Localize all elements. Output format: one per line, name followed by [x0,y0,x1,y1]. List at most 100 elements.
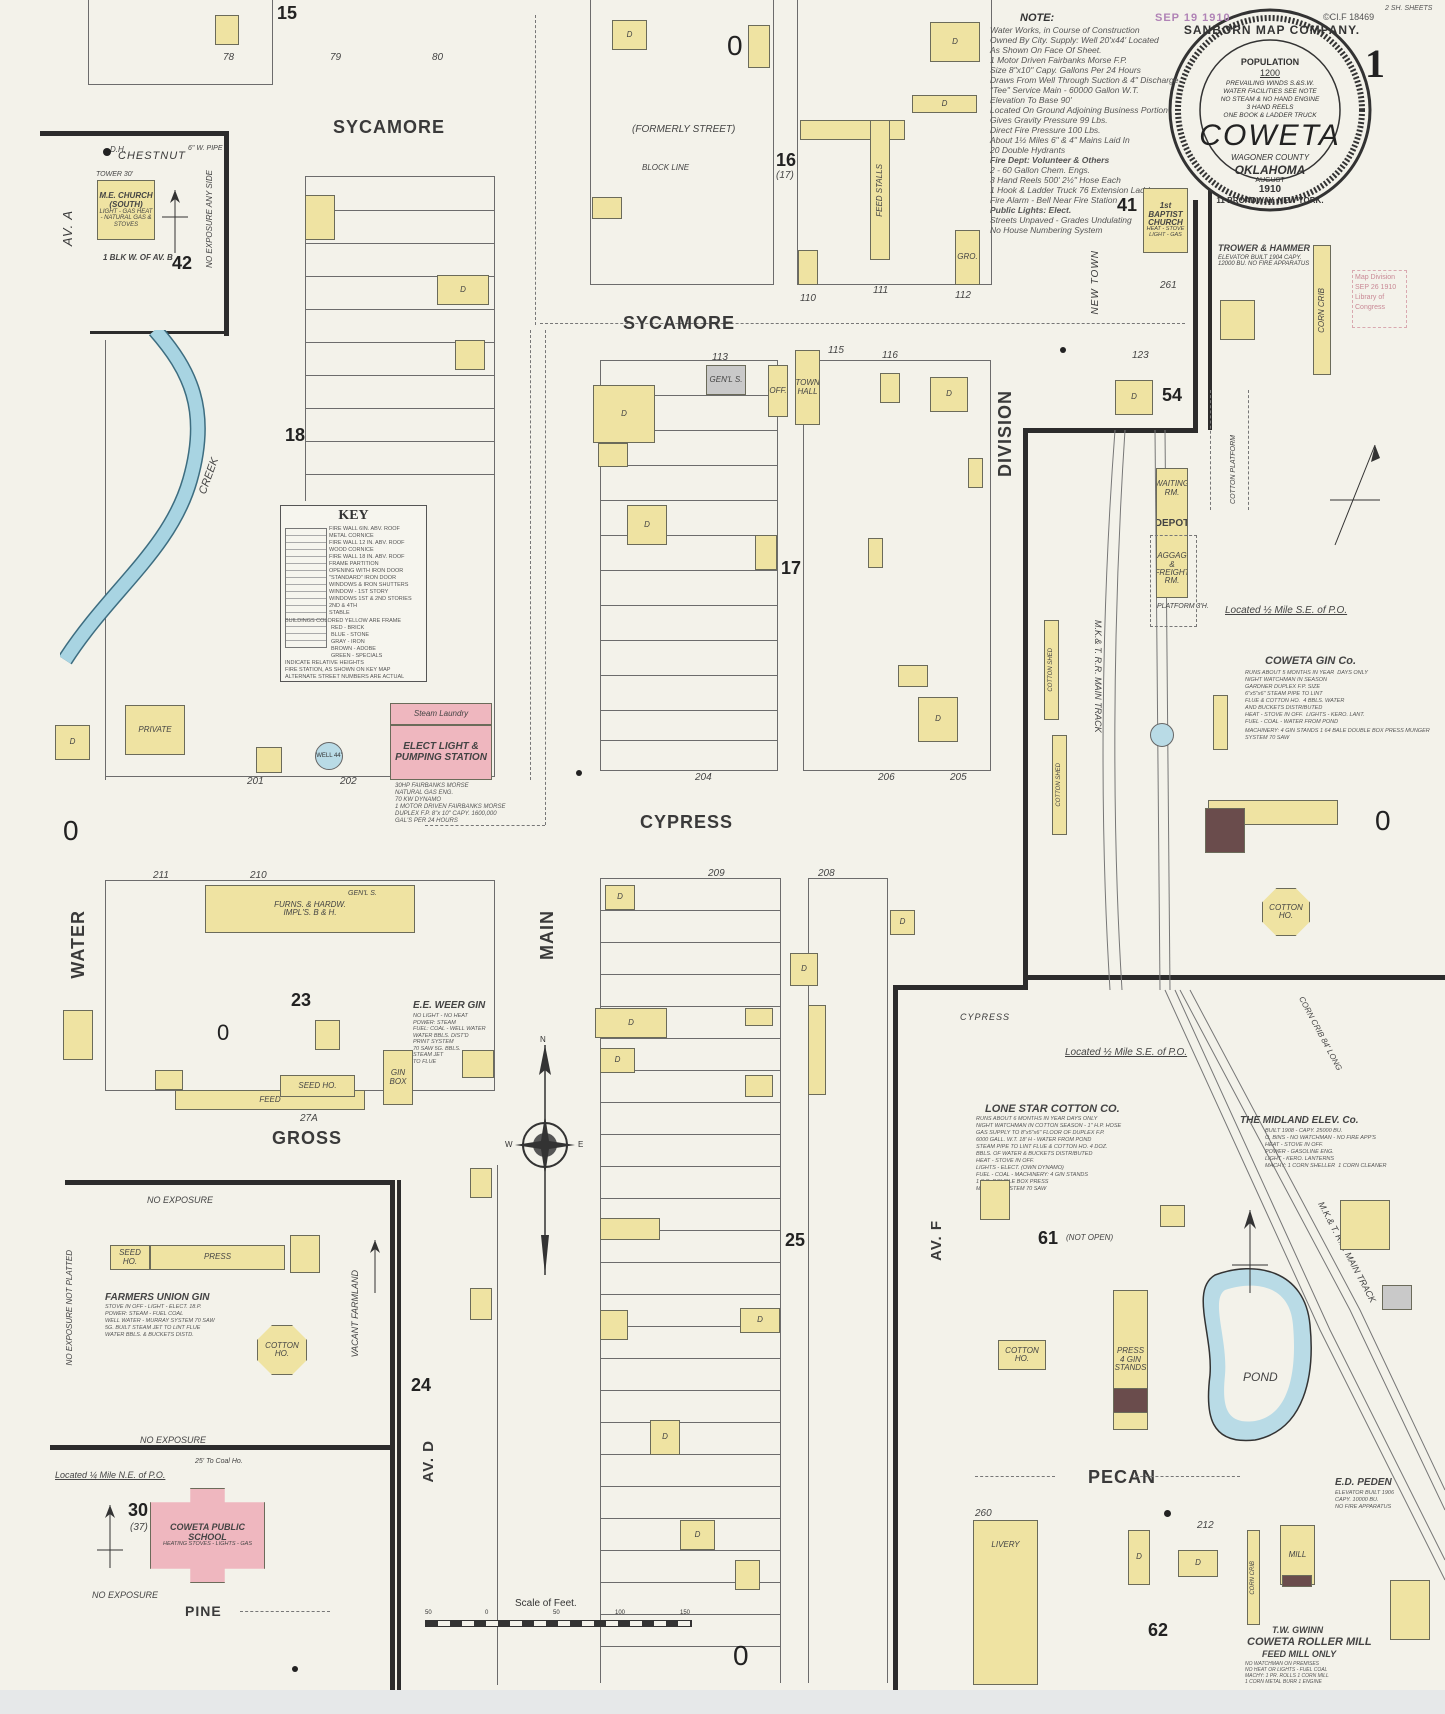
building-steam-laundry: Steam Laundry [390,703,492,725]
one-blk-label: 1 BLK W. OF AV. B [103,253,173,262]
building-feed [798,250,818,285]
block-number-41: 41 [1117,195,1138,215]
note-line: Elevation To Base 90' [990,95,1072,105]
building-dwelling [735,1560,760,1590]
water-pipe-main [530,330,531,780]
cartouche-county: WAGONER COUNTY [1230,153,1310,162]
me-church-note: LIGHT - GAS HEAT - NATURAL GAS & STOVES [99,208,153,228]
boundary-school-v [390,1445,395,1690]
building-elevator [1220,300,1255,340]
building-town-hall: TOWN HALL [795,350,820,425]
feed-stalls-label: FEED STALLS [874,163,884,217]
street-av-f: AV. F [928,1220,945,1261]
key-line: GREEN - SPECIALS [331,653,383,659]
note-line: Owned By City. Supply: Well 20'x44' Loca… [990,35,1159,45]
key-line: FIRE STATION, AS SHOWN ON KEY MAP [285,667,391,673]
creek [60,330,206,665]
town-hall-label: TOWN HALL [795,378,820,396]
platform [1150,535,1197,627]
elev-water-tank [1150,723,1174,747]
boundary-lower-left-v [390,1180,395,1445]
street-number: 110 [800,293,816,304]
cotton-platform-label: COTTON PLATFORM [1230,435,1237,504]
building-dwelling: D [650,1420,680,1455]
boundary-mid-h [893,985,1028,990]
building-hotel-ruins [1390,1580,1430,1640]
street-number: 261 [1160,280,1177,291]
steam-laundry-label: Steam Laundry [413,708,469,718]
north-arrow-icon [97,1505,123,1568]
key-line: STABLE [329,610,350,616]
street-division: DIVISION [995,390,1015,478]
block-16-sub: (17) [776,170,794,181]
building-seed-ho [1213,695,1228,750]
feed-mill-label: FEED MILL ONLY [1262,1649,1337,1659]
water-pipe-pecan [975,1476,1055,1477]
livery-label: LIVERY [991,1540,1020,1549]
street-number: 206 [878,772,895,783]
building-private: PRIVATE [125,705,185,755]
zero-marker: 0 [1375,805,1391,836]
block-number-16: 16 [776,150,797,170]
cartouche-address: 11 BROADWAY, NEW YORK. [1216,196,1324,205]
note-line: 3 Hand Reels 500' 2½" Hose Each [990,175,1121,185]
building-farmers-cotton-ho: COTTON HO. [257,1325,307,1375]
midland-note: BUILT 1908 - CAPY. 25000 BU. O. BINS - N… [1265,1128,1387,1169]
key-line: WINDOW - 1ST STORY [329,589,389,595]
building-dwelling [880,373,900,403]
building-farmers-boiler [290,1235,320,1273]
no-exposure-top: NO EXPOSURE [147,1195,214,1205]
building-office: OFF. [768,365,788,417]
building-dwelling [470,1288,492,1320]
dh-label: D.H. [110,145,126,154]
scale-bar: Scale of Feet. 50 0 50 100 150 [425,1598,695,1638]
building-coffin-wh [155,1070,183,1090]
note-line: Fire Alarm - Bell Near Fire Station [990,195,1118,205]
well: WELL 44' [315,742,343,770]
building-dwelling [592,197,622,219]
zero-marker: 0 [217,1020,230,1045]
coweta-gin-note: RUNS ABOUT 5 MONTHS IN YEAR DAYS ONLY NI… [1245,670,1368,725]
coweta-gin-machinery: MACHINERY: 4 GIN STANDS 1 64 BALE DOUBLE… [1245,728,1430,741]
building-elect-light-station: ELECT LIGHT & PUMPING STATION [390,725,492,780]
scale-tick-label: 100 [615,1610,626,1616]
cartouche-engine: NO STEAM & NO HAND ENGINE [1220,96,1320,103]
farmers-gin-note: STOVE IN OFF - LIGHT - ELECT. 18.P. POWE… [105,1304,215,1338]
street-number: 123 [1132,350,1149,361]
key-line: FIRE WALL 12 IN. ABV. ROOF [329,540,405,546]
boundary-right-v2 [1023,428,1028,988]
gin-stands-label: 4 GIN STANDS [1114,1354,1147,1373]
key-line: WINDOWS & IRON SHUTTERS [329,582,409,588]
dh-marker [103,148,111,156]
scale-ticks [425,1620,692,1627]
block-number-62: 62 [1148,1620,1169,1640]
key-line: METAL CORNICE [329,533,374,539]
depot-label: DEPOT [1156,518,1188,530]
street-number: 78 [223,52,235,63]
boundary-top-left [40,131,228,136]
boundary-lower-center-v [397,1180,401,1690]
building-dwelling: D [627,505,667,545]
school-note: HEATING STOVES - LIGHTS - GAS [162,1541,253,1548]
title-cartouche: SANBORN MAP COMPANY. POPULATION 1200 PRE… [1160,5,1380,215]
cartouche-company: SANBORN MAP COMPANY. [1183,23,1361,37]
building-feed-stalls: FEED STALLS [870,120,890,260]
note-line: Draws From Well Through Suction & 4" Dis… [990,75,1179,85]
note-line: Public Lights: Elect. [990,205,1072,215]
street-number: 79 [330,52,342,63]
cartouche-winds: PREVAILING WINDS S.&S.W. [1225,80,1315,87]
located-half-mile-2: Located ½ Mile S.E. of P.O. [1065,1047,1188,1058]
block-number-25: 25 [785,1230,806,1250]
building-coweta-cotton-ho: COTTON HO. [1262,888,1310,936]
street-number: 115 [828,345,844,356]
key-symbols [285,528,327,648]
grocery-label: GRO. [957,252,978,262]
street-number: 111 [873,285,889,296]
building-dwelling [305,195,335,240]
street-pecan: PECAN [1088,1467,1157,1487]
building-dwelling [215,15,239,45]
building-dwelling [470,1168,492,1198]
to-coal-ho: 25' To Coal Ho. [195,1458,243,1465]
railroad-tracks [1102,430,1445,1581]
building-gen-s: GEN'L S. [706,365,746,395]
